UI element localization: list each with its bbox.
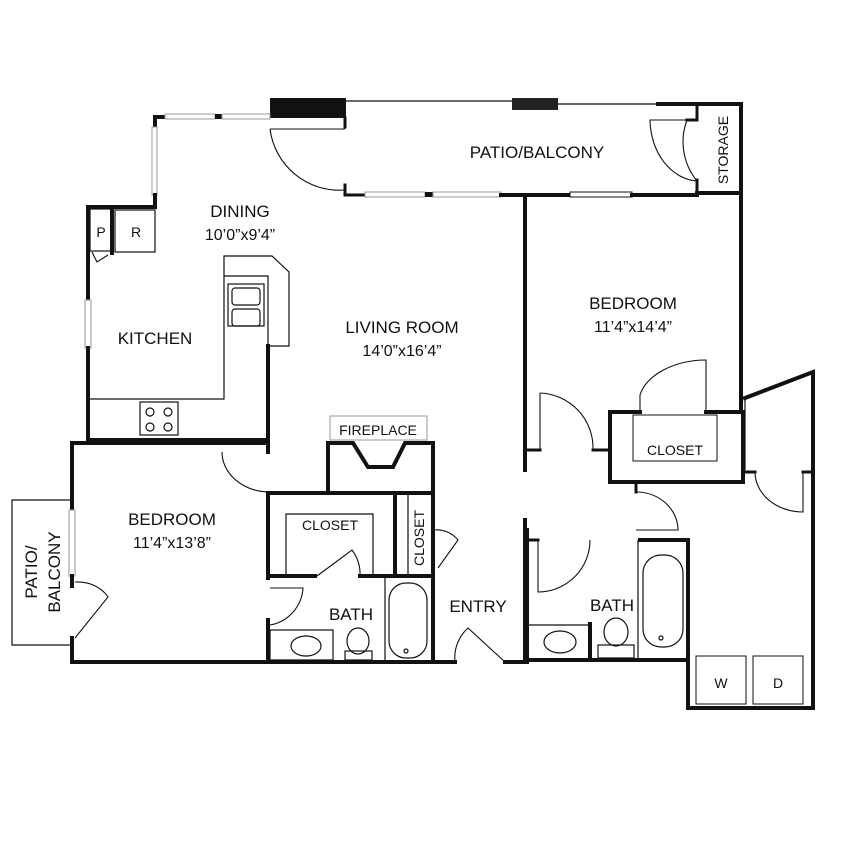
dryer-label: D: [773, 675, 783, 691]
closet-left-label: CLOSET: [302, 517, 358, 533]
fireplace: FIREPLACE: [326, 415, 435, 495]
patio-left-line2: BALCONY: [45, 531, 64, 612]
patio-door-swing: [269, 128, 346, 191]
bath-right-label: BATH: [590, 596, 634, 615]
storage-label: STORAGE: [715, 116, 731, 184]
dryer: [752, 655, 804, 705]
bath-right: BATH: [525, 528, 690, 662]
living-room-dims: 14’0”x16’4”: [362, 343, 441, 360]
closet-door-swing: [639, 359, 707, 412]
living-room-label: LIVING ROOM: [345, 318, 458, 337]
patio-balcony-top: PATIO/BALCONY STORAGE: [269, 98, 743, 198]
bedroom-left-dims: 11’4”x13’8”: [133, 535, 211, 552]
kitchen-label: KITCHEN: [118, 329, 193, 348]
pantry-label: P: [96, 224, 105, 240]
toilet-right: [603, 617, 629, 647]
column-block: [270, 98, 346, 118]
bathtub: [642, 554, 684, 648]
washer: [695, 655, 747, 705]
closet-small-label: CLOSET: [411, 510, 427, 566]
bathtub-left: [388, 582, 428, 659]
washer-label: W: [714, 675, 728, 691]
dining-dims: 10’0”x9’4”: [205, 227, 275, 244]
patio-balcony-left: PATIO/ BALCONY: [11, 499, 70, 646]
toilet-left: [346, 627, 370, 655]
bedroom-right-dims: 11’4”x14’4”: [594, 319, 672, 336]
living-room: LIVING ROOM 14’0”x16’4”: [345, 318, 458, 360]
entry: ENTRY: [431, 492, 529, 664]
closet-right-label: CLOSET: [647, 442, 703, 458]
storage-door-swing: [682, 119, 698, 182]
bedroom-right: BEDROOM 11’4”x14’4” CLOSET: [523, 194, 745, 484]
dining-label: DINING: [210, 202, 270, 221]
sink-left: [290, 635, 322, 657]
bath-left: BATH: [266, 578, 435, 664]
entry-label: ENTRY: [449, 597, 506, 616]
patio-left-line1: PATIO/: [22, 545, 41, 598]
fireplace-label: FIREPLACE: [339, 422, 417, 438]
patio-top-label: PATIO/BALCONY: [470, 143, 604, 162]
bedroom-right-label: BEDROOM: [589, 294, 677, 313]
column-block: [512, 98, 558, 110]
dining-kitchen-walls: P R DINING 10’0”x9’4” KITCHEN: [84, 113, 290, 442]
bedroom-left-label: BEDROOM: [128, 510, 216, 529]
bedroom-left: BEDROOM 11’4”x13’8”: [68, 441, 270, 664]
sink-right: [543, 630, 577, 654]
entry-door-swing: [454, 627, 506, 663]
refrigerator-label: R: [131, 224, 141, 240]
bath-left-label: BATH: [329, 605, 373, 624]
laundry-area: W D: [634, 369, 815, 710]
closets-left: CLOSET CLOSET: [266, 491, 459, 580]
stove: [139, 401, 179, 436]
